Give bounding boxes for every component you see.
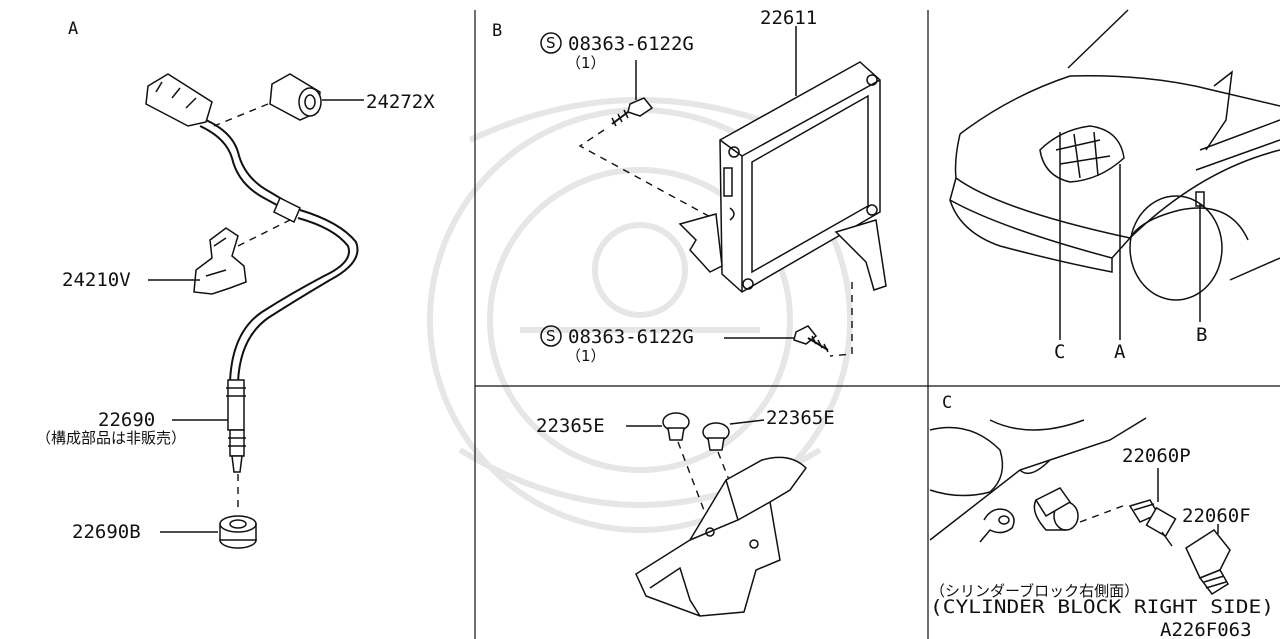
label-22690b: 22690B: [72, 521, 141, 543]
label-bolt-top-code: 08363-6122G: [568, 33, 694, 55]
gasket-22690b: [160, 474, 257, 549]
bolt-symbol-bottom-letter: S: [546, 327, 556, 345]
label-bolt-bottom-code: 08363-6122G: [568, 326, 694, 348]
bolt-bottom: [724, 282, 853, 357]
label-clip-right: 22365E: [766, 407, 835, 429]
panel-dividers: [474, 10, 1280, 639]
label-24272x: 24272X: [366, 91, 435, 113]
note-cylinder-block-jp: （シリンダーブロック右側面）: [930, 582, 1139, 600]
label-22690: 22690: [98, 409, 155, 431]
grommet-24272x: [213, 73, 364, 127]
bolt-symbol-bottom: [540, 325, 562, 347]
ecu-control-module: [678, 26, 887, 293]
note-cylinder-block-en: (CYLINDER BLOCK RIGHT SIDE): [930, 596, 1274, 618]
oxygen-sensor-harness: [145, 73, 359, 473]
label-22690-note: （構成部品は非販売）: [36, 429, 186, 447]
bolt-symbol-top: [540, 32, 562, 54]
bracket-24210v: [148, 219, 291, 295]
panel-label-a: A: [68, 19, 78, 39]
panel-label-b: B: [492, 21, 502, 41]
label-bolt-top-qty: （1）: [566, 54, 606, 72]
bolt-top: [578, 60, 717, 221]
label-24210v: 24210V: [62, 269, 131, 291]
cylinder-block-view: [929, 417, 1231, 596]
diagram-code: A226F063: [1160, 619, 1252, 639]
heat-shield-assembly: [626, 412, 807, 617]
callout-a: A: [1114, 341, 1126, 363]
callout-c: C: [1054, 341, 1065, 363]
vehicle-front-view: [949, 9, 1280, 340]
label-22060p: 22060P: [1122, 445, 1191, 467]
callout-b: B: [1196, 324, 1207, 346]
label-22611: 22611: [760, 7, 817, 29]
panel-label-c: C: [942, 393, 952, 413]
label-clip-left: 22365E: [536, 415, 605, 437]
label-22060f: 22060F: [1182, 505, 1251, 527]
label-bolt-bottom-qty: （1）: [566, 347, 606, 365]
bolt-symbol-top-letter: S: [546, 34, 556, 52]
